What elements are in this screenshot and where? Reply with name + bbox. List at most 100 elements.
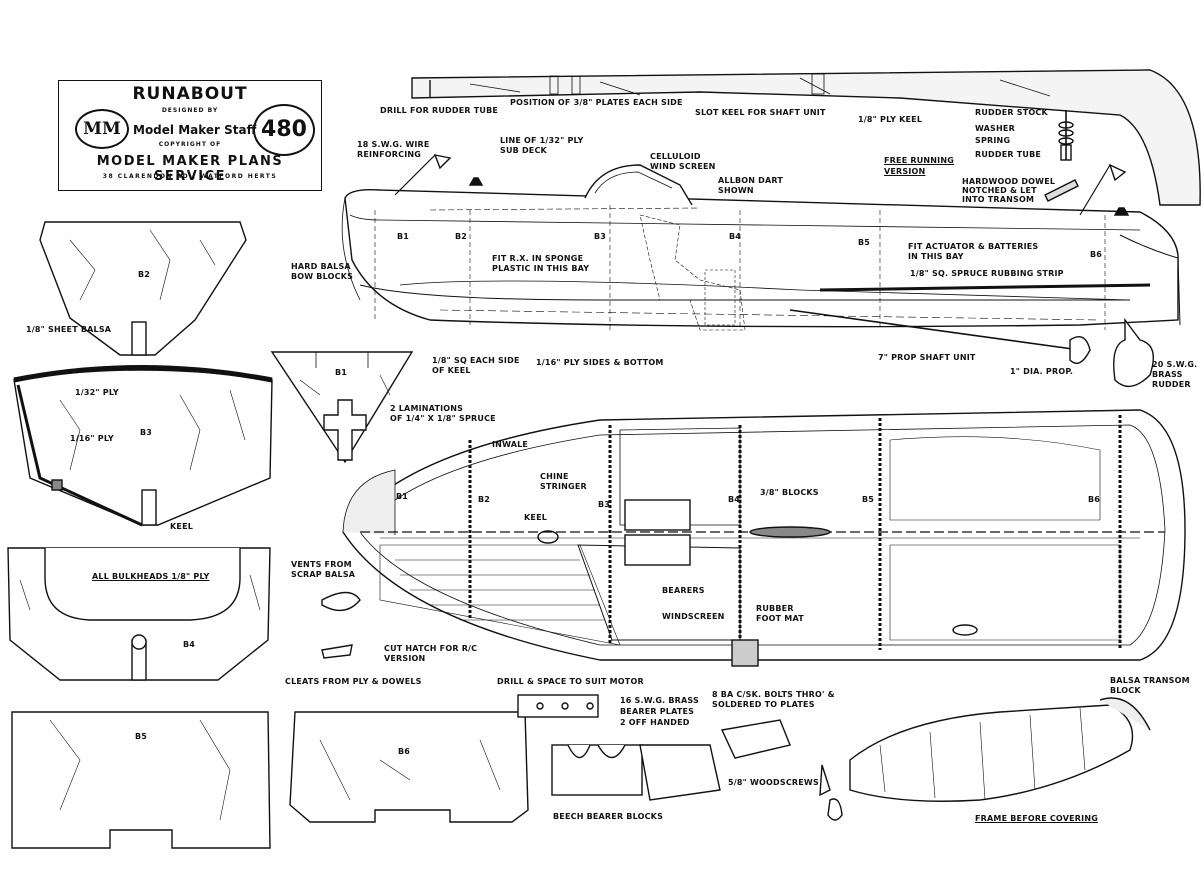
label-chine-2: STRINGER	[540, 482, 587, 491]
label-rubber-1: RUBBER	[756, 604, 794, 613]
label-brass-rudder-1: 20 S.W.G.	[1152, 360, 1198, 369]
label-fit-rx-2: PLASTIC IN THIS BAY	[492, 264, 590, 273]
label-line-ply-1: LINE OF 1/32" PLY	[500, 136, 584, 145]
label-keel-plan: KEEL	[524, 513, 548, 522]
label-prop-shaft: 7" PROP SHAFT UNIT	[878, 353, 976, 362]
label-brass-rudder-2: BRASS	[1152, 370, 1183, 379]
label-hardwood-dowel-3: INTO TRANSOM	[962, 195, 1035, 204]
label-rudder-stock: RUDDER STOCK	[975, 108, 1048, 117]
label-vents-2: SCRAP BALSA	[291, 570, 356, 579]
label-rubbing-strip: 1/8" SQ. SPRUCE RUBBING STRIP	[910, 269, 1064, 278]
label-ply-keel: 1/8" PLY KEEL	[858, 115, 923, 124]
label-spring: SPRING	[975, 136, 1011, 145]
label-part-b3: B3	[140, 428, 153, 437]
label-sq-keel-1: 1/8" SQ EACH SIDE	[432, 356, 520, 365]
label-side-b1: B1	[397, 232, 410, 241]
label-side-b5: B5	[858, 238, 871, 247]
bearer-detail	[517, 694, 791, 801]
plan-number-badge: 480	[253, 104, 315, 156]
label-part-b4: B4	[183, 640, 196, 649]
label-brass-rudder-3: RUDDER	[1152, 380, 1191, 389]
label-free-running: FREE RUNNING	[884, 156, 955, 165]
label-rudder-tube: RUDDER TUBE	[975, 150, 1042, 159]
side-elevation-hull	[341, 154, 1181, 388]
label-beech-blocks: BEECH BEARER BLOCKS	[553, 812, 664, 821]
label-blocks: 3/8" BLOCKS	[760, 488, 819, 497]
label-allbon-2: SHOWN	[718, 186, 754, 195]
label-woodscrews: 5/8" WOODSCREWS	[728, 778, 819, 787]
label-cut-hatch-2: VERSION	[384, 654, 426, 663]
label-fit-actuator-2: IN THIS BAY	[908, 252, 964, 261]
label-plan-b6: B6	[1088, 495, 1101, 504]
copyright-label: COPYRIGHT OF	[158, 141, 222, 148]
label-plan-b1: B1	[396, 492, 409, 501]
label-balsa-transom-1: BALSA TRANSOM	[1110, 676, 1190, 685]
label-sq-keel-2: OF KEEL	[432, 366, 471, 375]
label-rubber-2: FOOT MAT	[756, 614, 804, 623]
label-hardwood-dowel-2: NOTCHED & LET	[962, 186, 1037, 195]
frame-before-covering	[819, 697, 1151, 821]
label-keel: KEEL	[170, 522, 194, 531]
ply-keel-profile	[411, 69, 1201, 206]
bulkhead-b3	[13, 365, 273, 527]
label-side-b2: B2	[455, 232, 468, 241]
label-drill-rudder-tube: DRILL FOR RUDDER TUBE	[380, 106, 499, 115]
label-slot-keel: SLOT KEEL FOR SHAFT UNIT	[695, 108, 826, 117]
label-allbon-1: ALLBON DART	[718, 176, 784, 185]
label-part-b1: B1	[335, 368, 348, 377]
label-swg-wire-1: 18 S.W.G. WIRE	[357, 140, 430, 149]
rudder-assembly-detail	[1044, 110, 1079, 202]
label-celluloid-2: WIND SCREEN	[650, 162, 716, 171]
staff-name: Model Maker Staff	[133, 123, 257, 137]
label-swg-wire-2: REINFORCING	[357, 150, 422, 159]
label-ply-32: 1/32" PLY	[75, 388, 119, 397]
label-brass-bearer-2: BEARER PLATES	[620, 707, 695, 716]
label-ply-16: 1/16" PLY	[70, 434, 114, 443]
bulkhead-b6	[289, 711, 529, 823]
label-cut-hatch-1: CUT HATCH FOR R/C	[384, 644, 478, 653]
label-plan-b5: B5	[862, 495, 875, 504]
title-block: RUNABOUT DESIGNED BY MM Model Maker Staf…	[58, 80, 322, 191]
mm-logo: MM	[75, 109, 129, 149]
label-frame-before: FRAME BEFORE COVERING	[975, 814, 1098, 823]
label-line-ply-2: SUB DECK	[500, 146, 547, 155]
plan-view-hull	[342, 409, 1186, 667]
label-laminations-1: 2 LAMINATIONS	[390, 404, 464, 413]
label-ba-bolts-1: 8 BA C/SK. BOLTS THRO' &	[712, 690, 835, 699]
label-position-plates: POSITION OF 3/8" PLATES EACH SIDE	[510, 98, 683, 107]
label-bearers: BEARERS	[662, 586, 705, 595]
label-laminations-2: OF 1/4" X 1/8" SPRUCE	[390, 414, 496, 423]
label-brass-bearer-3: 2 OFF HANDED	[620, 718, 690, 727]
service-address: 38 CLARENDON RD., WATFORD HERTS	[102, 173, 278, 180]
label-sheet-balsa: 1/8" SHEET BALSA	[26, 325, 112, 334]
label-plan-b2: B2	[478, 495, 491, 504]
label-hard-balsa-1: HARD BALSA	[291, 262, 351, 271]
bulkhead-b4	[7, 547, 271, 681]
label-brass-bearer-1: 16 S.W.G. BRASS	[620, 696, 699, 705]
label-ply-sides: 1/16" PLY SIDES & BOTTOM	[536, 358, 664, 367]
label-drill-space: DRILL & SPACE TO SUIT MOTOR	[497, 677, 644, 686]
label-windscreen: WINDSCREEN	[662, 612, 725, 621]
bulkhead-b1	[270, 351, 414, 464]
label-fit-rx-1: FIT R.X. IN SPONGE	[492, 254, 584, 263]
label-cleats: CLEATS FROM PLY & DOWELS	[285, 677, 422, 686]
label-plan-b3: B3	[598, 500, 611, 509]
label-part-b6: B6	[398, 747, 411, 756]
label-washer: WASHER	[975, 124, 1015, 133]
label-chine-1: CHINE	[540, 472, 569, 481]
bulkhead-b2	[39, 221, 247, 356]
bulkhead-b5	[11, 711, 271, 849]
label-side-b4: B4	[729, 232, 742, 241]
label-all-bulkheads: ALL BULKHEADS 1/8" PLY	[92, 572, 210, 581]
service-name: MODEL MAKER PLANS SERVICE	[96, 154, 284, 184]
label-balsa-transom-2: BLOCK	[1110, 686, 1141, 695]
label-hardwood-dowel-1: HARDWOOD DOWEL	[962, 177, 1056, 186]
label-fit-actuator-1: FIT ACTUATOR & BATTERIES	[908, 242, 1039, 251]
label-part-b5: B5	[135, 732, 148, 741]
label-part-b2: B2	[138, 270, 151, 279]
label-version: VERSION	[884, 167, 926, 176]
label-ba-bolts-2: SOLDERED TO PLATES	[712, 700, 815, 709]
label-side-b3: B3	[594, 232, 607, 241]
label-plan-b4: B4	[728, 495, 741, 504]
label-inwale: INWALE	[492, 440, 529, 449]
